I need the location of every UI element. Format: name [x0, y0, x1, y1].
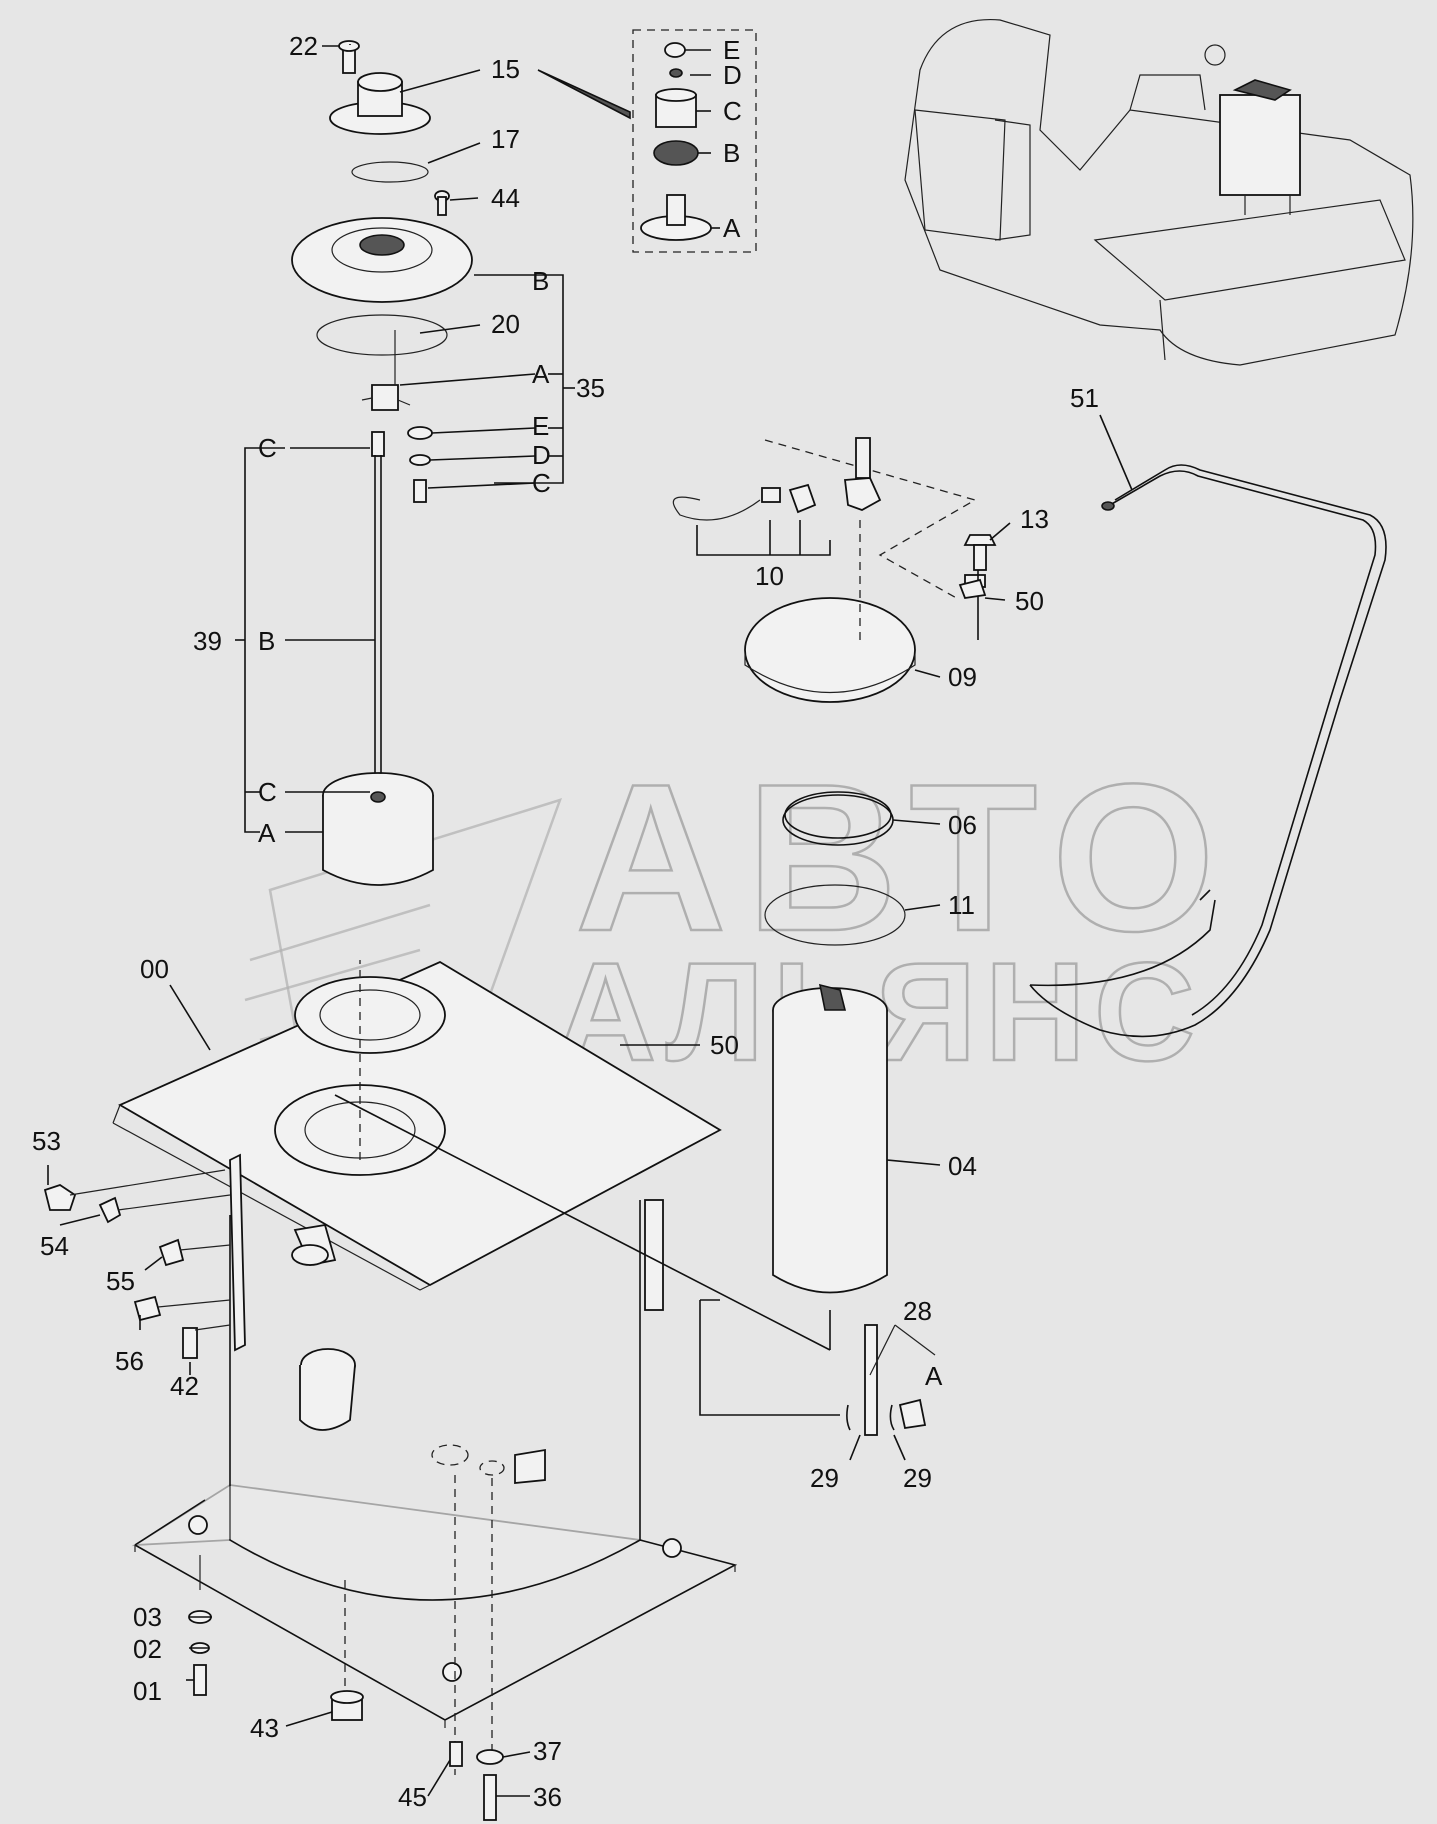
- sub-part-letters: E D C B A B A E D C C B C A A: [258, 35, 943, 1391]
- part-label-02: 02: [133, 1634, 162, 1664]
- part-number-labels: 22 15 17 44 20 35 39 51 13 10 50 09 06 1…: [32, 31, 1099, 1812]
- part-label-44: 44: [491, 183, 520, 213]
- part-label-22: 22: [289, 31, 318, 61]
- k35-letter-c: C: [532, 468, 551, 498]
- k15-letter-b: B: [723, 138, 740, 168]
- part-label-15: 15: [491, 54, 520, 84]
- part-label-56: 56: [115, 1346, 144, 1376]
- part-label-36: 36: [533, 1782, 562, 1812]
- part-label-53: 53: [32, 1126, 61, 1156]
- mounting-strip-hardware: [846, 1324, 936, 1436]
- return-filter-element: [772, 983, 888, 1294]
- k15-letter-c: C: [723, 96, 742, 126]
- k39-letter-c-top: C: [258, 433, 277, 463]
- part-label-13: 13: [1020, 504, 1049, 534]
- excavator-location-illustration: [904, 18, 1414, 366]
- part-label-39: 39: [193, 626, 222, 656]
- hose-clamp-hardware: [958, 534, 997, 599]
- breather-cap-assembly: [329, 40, 450, 216]
- part-label-11: 11: [948, 890, 975, 920]
- cover-plate-assembly: [672, 437, 986, 703]
- part-label-17: 17: [491, 124, 520, 154]
- part-label-03: 03: [133, 1602, 162, 1632]
- part-label-37: 37: [533, 1736, 562, 1766]
- part-label-50-mid: 50: [710, 1030, 739, 1060]
- part-label-50-top: 50: [1015, 586, 1044, 616]
- k39-letter-c-bottom: C: [258, 777, 277, 807]
- part-label-55: 55: [106, 1266, 135, 1296]
- drain-hose: [1029, 464, 1387, 1038]
- top-flange-assembly: [291, 217, 473, 503]
- level-gauge-float: [322, 431, 434, 886]
- k15-letter-d: D: [723, 60, 742, 90]
- part-label-29-right: 29: [903, 1463, 932, 1493]
- leader-lines: [47, 45, 1133, 1797]
- k39-letter-b: B: [258, 626, 275, 656]
- bottom-hardware: [188, 1555, 504, 1821]
- part-label-04: 04: [948, 1151, 977, 1181]
- k35-letter-e: E: [532, 411, 549, 441]
- k35-letter-d: D: [532, 440, 551, 470]
- part-label-06: 06: [948, 810, 977, 840]
- callout-brackets: [235, 44, 575, 833]
- part-label-09: 09: [948, 662, 977, 692]
- part-label-54: 54: [40, 1231, 69, 1261]
- part-label-45: 45: [398, 1782, 427, 1812]
- hydraulic-tank-body: [112, 960, 840, 1775]
- breather-exploded-box: [537, 29, 757, 253]
- part-label-20: 20: [491, 309, 520, 339]
- part-label-01: 01: [133, 1676, 162, 1706]
- part-label-51: 51: [1070, 383, 1099, 413]
- tank-port-fittings: [43, 1169, 231, 1359]
- k35-letter-a: A: [532, 359, 550, 389]
- part-label-29-left: 29: [810, 1463, 839, 1493]
- k39-letter-a: A: [258, 818, 276, 848]
- part-label-00: 00: [140, 954, 169, 984]
- part-label-10: 10: [755, 561, 784, 591]
- part-label-43: 43: [250, 1713, 279, 1743]
- k28-letter-a: A: [925, 1361, 943, 1391]
- k15-letter-a: A: [723, 213, 741, 243]
- k15-letter-e: E: [723, 35, 740, 65]
- part-label-42: 42: [170, 1371, 199, 1401]
- part-label-28: 28: [903, 1296, 932, 1326]
- k35-letter-b: B: [532, 266, 549, 296]
- part-label-35: 35: [576, 373, 605, 403]
